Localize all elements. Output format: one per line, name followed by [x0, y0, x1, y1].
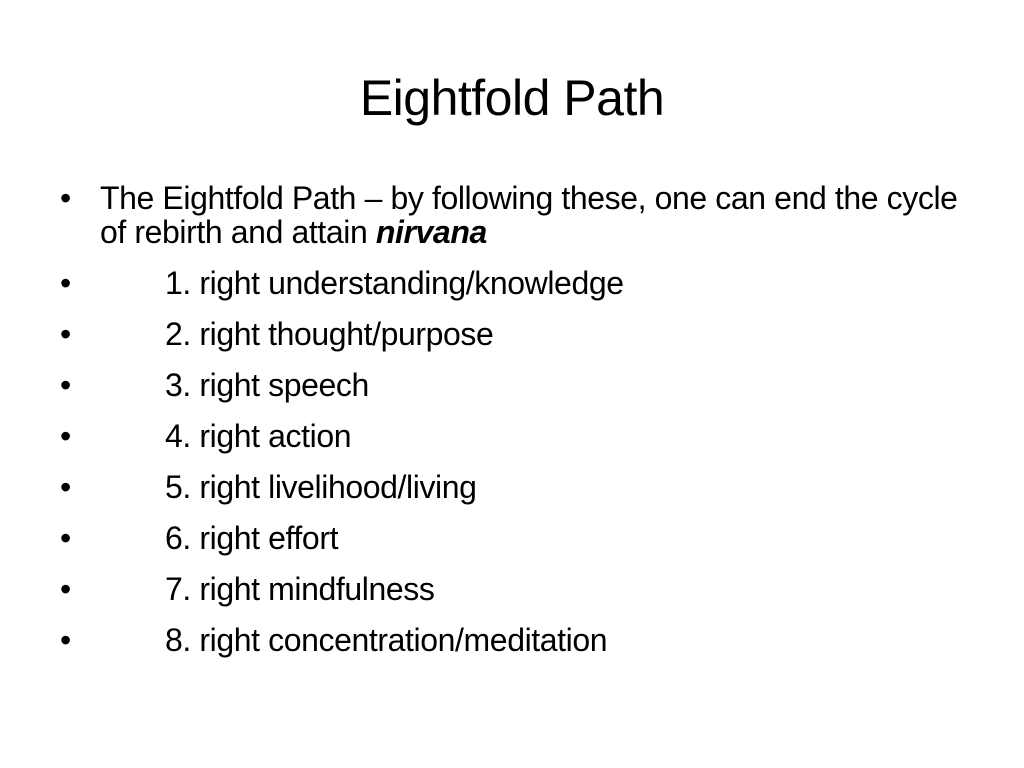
list-item: • 4. right action [60, 419, 960, 453]
intro-text-body: The Eightfold Path – by following these,… [100, 180, 958, 250]
nirvana-emphasis: nirvana [375, 214, 487, 250]
bullet-icon: • [60, 622, 71, 658]
slide-title: Eightfold Path [359, 70, 665, 126]
intro-text: The Eightfold Path – by following these,… [60, 181, 960, 249]
bullet-icon: • [60, 367, 71, 403]
list-item: • 2. right thought/purpose [60, 317, 960, 351]
list-item: • 3. right speech [60, 368, 960, 402]
bullet-list: • The Eightfold Path – by following thes… [60, 181, 960, 674]
bullet-icon: • [60, 520, 71, 556]
list-item-text: 6. right effort [165, 520, 339, 556]
list-item-text: 2. right thought/purpose [165, 316, 494, 352]
bullet-icon: • [60, 571, 71, 607]
list-item: • 5. right livelihood/living [60, 470, 960, 504]
list-item: • 7. right mindfulness [60, 572, 960, 606]
list-item-text: 4. right action [165, 418, 352, 454]
list-item: • 1. right understanding/knowledge [60, 266, 960, 300]
list-item-text: 1. right understanding/knowledge [165, 265, 624, 301]
list-item-text: 5. right livelihood/living [165, 469, 477, 505]
list-item: • 6. right effort [60, 521, 960, 555]
list-item: • 8. right concentration/meditation [60, 623, 960, 657]
intro-bullet: • The Eightfold Path – by following thes… [60, 181, 960, 249]
list-item-text: 3. right speech [165, 367, 369, 403]
bullet-icon: • [60, 316, 71, 352]
list-item-text: 8. right concentration/meditation [165, 622, 608, 658]
bullet-icon: • [60, 180, 71, 216]
bullet-icon: • [60, 265, 71, 301]
list-item-text: 7. right mindfulness [165, 571, 435, 607]
bullet-icon: • [60, 469, 71, 505]
bullet-icon: • [60, 418, 71, 454]
